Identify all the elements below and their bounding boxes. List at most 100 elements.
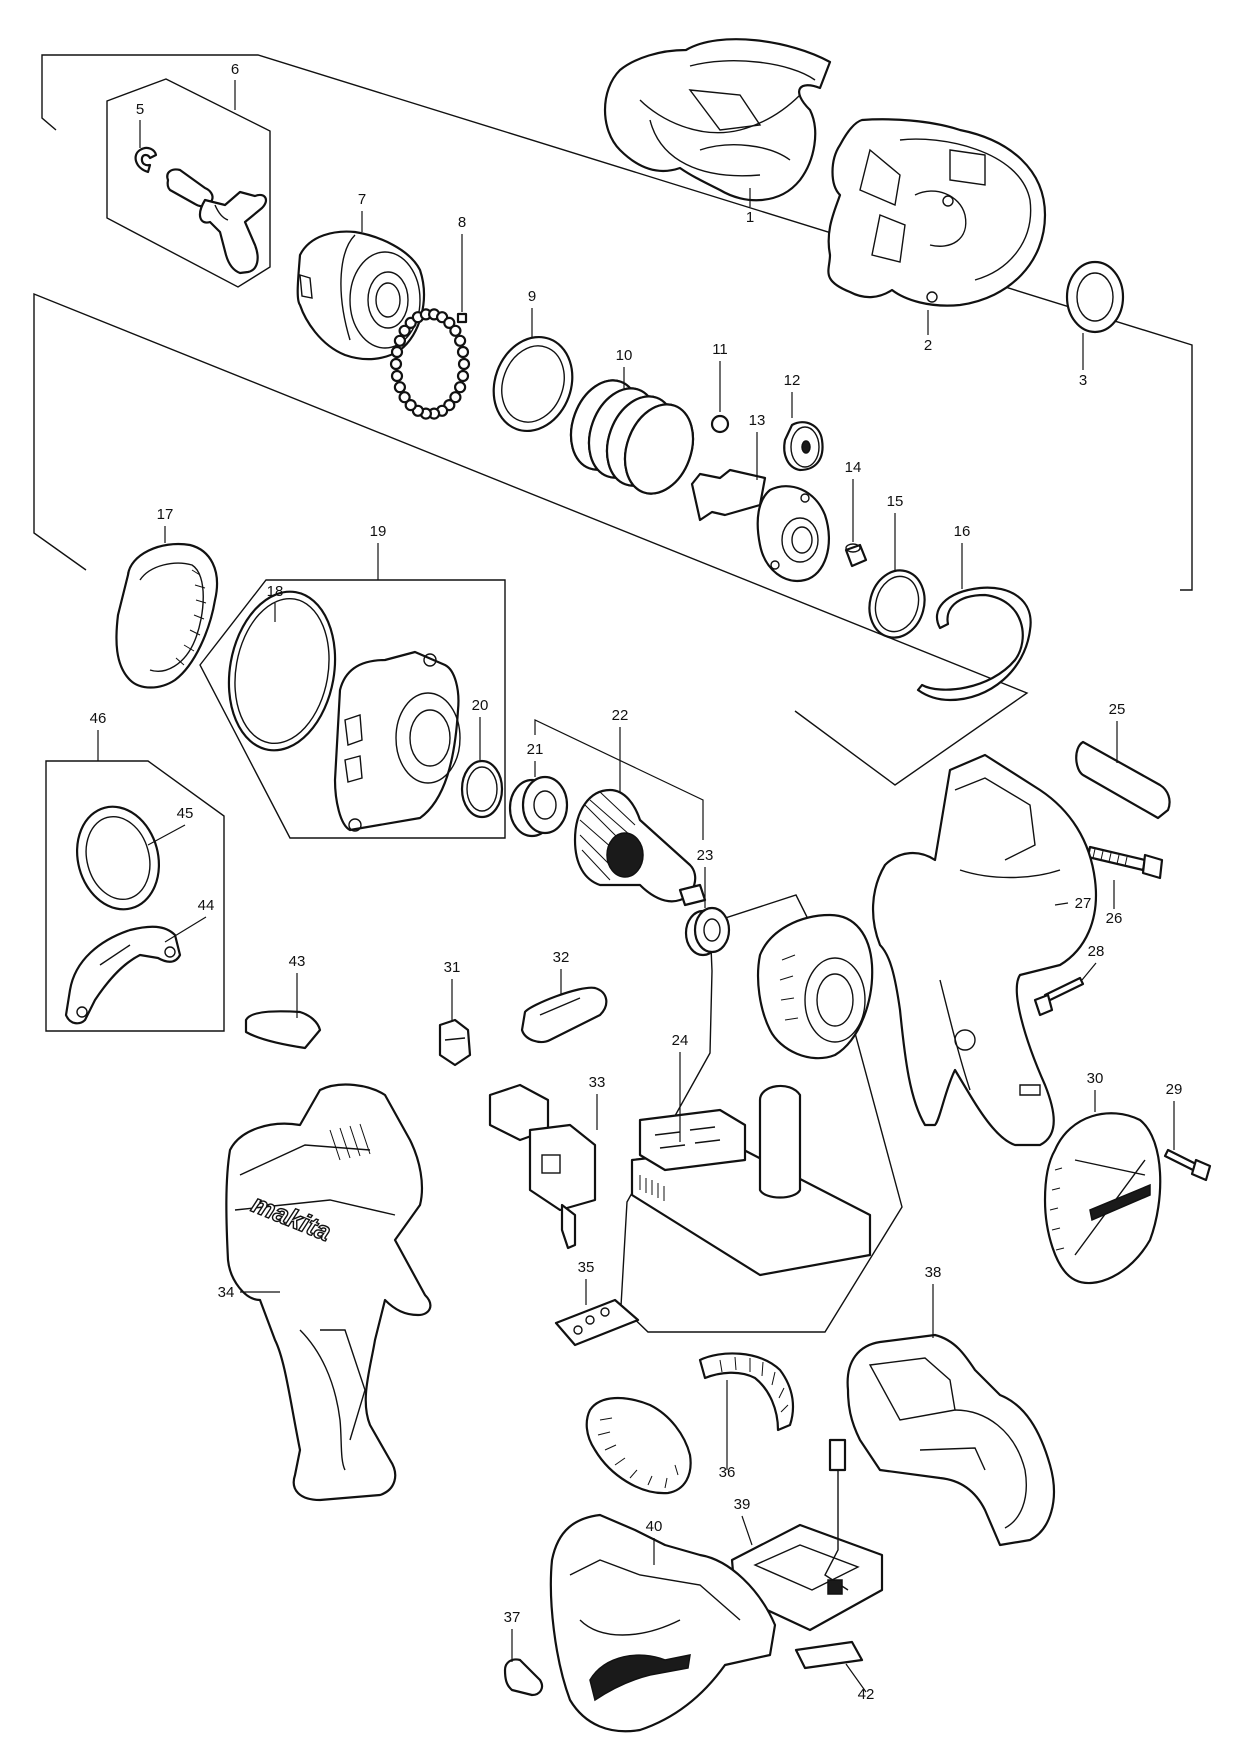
part-14-pin — [844, 543, 868, 568]
part-25-nameplate — [1075, 740, 1171, 820]
steel-ball — [393, 381, 406, 394]
part-24-stator — [756, 913, 874, 1060]
part-38-housing-rear — [846, 1333, 1055, 1547]
steel-ball — [449, 324, 462, 337]
steel-ball — [454, 334, 467, 347]
callout-label-30: 30 — [1087, 1070, 1104, 1087]
spring-coil — [623, 403, 695, 495]
callout-label-21: 21 — [527, 741, 544, 758]
part-10-spring — [569, 379, 695, 495]
steel-ball — [449, 391, 462, 404]
steel-ball — [404, 399, 417, 412]
leader-line-39 — [741, 1515, 753, 1546]
callout-label-17: 17 — [157, 506, 174, 523]
part-6-anvil — [166, 168, 268, 275]
part-3-washer — [1065, 260, 1125, 334]
callout-label-38: 38 — [925, 1264, 942, 1281]
callout-label-42: 42 — [858, 1686, 875, 1703]
callout-label-27: 27 — [1075, 895, 1092, 912]
callout-label-2: 2 — [924, 337, 932, 354]
callout-label-6: 6 — [231, 61, 239, 78]
callout-label-28: 28 — [1088, 943, 1105, 960]
callout-label-19: 19 — [370, 523, 387, 540]
part-9-flat-washer — [492, 335, 574, 433]
steel-ball — [389, 357, 403, 371]
steel-ball — [393, 334, 406, 347]
callout-label-35: 35 — [578, 1259, 595, 1276]
part-13-spindle — [690, 468, 830, 583]
part-31-switch-piece — [438, 1018, 472, 1067]
group-6-frame — [106, 78, 271, 288]
part-15-o-ring — [868, 569, 926, 639]
part-44-clip — [64, 925, 182, 1025]
group-46-frame — [45, 760, 225, 1032]
part-28-screw — [1033, 976, 1085, 1017]
callout-label-18: 18 — [267, 583, 284, 600]
steel-ball — [456, 369, 470, 383]
callout-label-11: 11 — [712, 341, 728, 358]
part-16-snap-ring — [916, 586, 1032, 702]
callout-label-46: 46 — [90, 710, 107, 727]
callout-label-3: 3 — [1079, 372, 1087, 389]
leader-line-27 — [1054, 902, 1069, 906]
part-1-front-cover — [603, 38, 832, 202]
callout-label-34: 34 — [218, 1284, 235, 1301]
callout-label-31: 31 — [444, 959, 461, 976]
part-22-rotor — [573, 788, 707, 907]
part-8-ball-marker — [456, 312, 468, 324]
callout-label-14: 14 — [845, 459, 862, 476]
assembly-frame-upper — [41, 54, 1193, 591]
leader-line-45 — [147, 824, 186, 846]
part-20-o-ring — [460, 759, 504, 819]
callout-label-29: 29 — [1166, 1081, 1183, 1098]
part-43-label — [244, 1010, 322, 1050]
callout-label-32: 32 — [553, 949, 570, 966]
callout-label-16: 16 — [954, 523, 971, 540]
part-42-label — [794, 1640, 864, 1670]
callout-label-1: 1 — [746, 209, 754, 226]
part-45-washer — [75, 805, 161, 911]
part-23-ball-bearing — [684, 906, 731, 957]
steel-ball — [454, 381, 467, 394]
steel-ball — [390, 345, 404, 359]
part-24-controller — [630, 1084, 872, 1277]
callout-label-45: 45 — [177, 805, 194, 822]
callout-label-13: 13 — [749, 412, 766, 429]
part-34-housing-main: makita — [225, 1083, 432, 1502]
group-19-frame — [199, 579, 506, 839]
steel-ball — [443, 316, 456, 329]
callout-label-7: 7 — [358, 191, 366, 208]
part-17-ring-gear — [115, 542, 219, 689]
callout-label-12: 12 — [784, 372, 801, 389]
steel-ball — [398, 324, 411, 337]
steel-ball — [398, 391, 411, 404]
callout-label-25: 25 — [1109, 701, 1126, 718]
steel-ball — [456, 345, 470, 359]
part-19-gear-housing — [333, 650, 461, 832]
callout-label-44: 44 — [198, 897, 215, 914]
leader-line-28 — [1081, 962, 1097, 981]
part-7-hammer — [296, 230, 425, 361]
part-11-steel-ball — [710, 414, 730, 434]
part-30-rear-cover — [1043, 1112, 1162, 1285]
part-2-hammer-case — [827, 118, 1047, 307]
part-8-steel-balls — [389, 308, 471, 420]
callout-label-33: 33 — [589, 1074, 606, 1091]
leader-line-44 — [164, 916, 207, 943]
part-27-housing-half — [872, 753, 1097, 1147]
callout-label-20: 20 — [472, 697, 489, 714]
callout-label-24: 24 — [672, 1032, 689, 1049]
part-36-cushion-upper — [698, 1352, 795, 1432]
leader-line-42 — [845, 1663, 867, 1693]
part-33-switch — [488, 1083, 597, 1250]
callout-label-23: 23 — [697, 847, 714, 864]
callout-label-26: 26 — [1106, 910, 1123, 927]
part-18-o-ring — [227, 590, 337, 752]
callout-label-22: 22 — [612, 707, 629, 724]
bracket-21-23 — [534, 719, 704, 840]
steel-ball — [390, 369, 404, 383]
callout-label-39: 39 — [734, 1496, 751, 1513]
part-37-label — [503, 1658, 544, 1697]
